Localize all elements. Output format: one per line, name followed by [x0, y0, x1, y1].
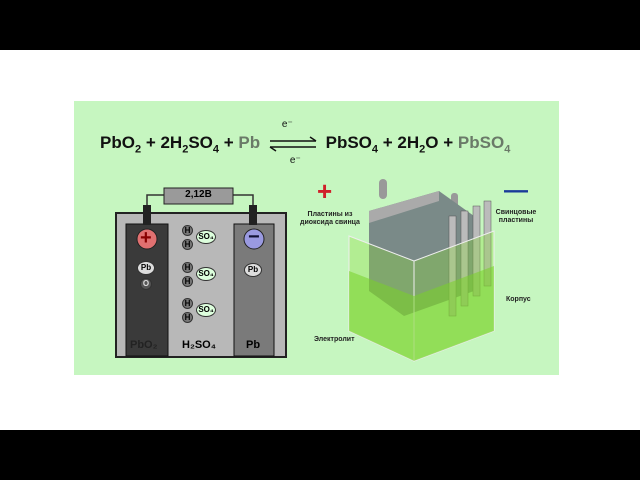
case-label: Корпус: [506, 296, 531, 303]
h2so4-label: H₂SO₄: [182, 339, 216, 351]
h-atom: H: [182, 298, 193, 309]
positive-plates-label: Пластины из диоксида свинца: [300, 211, 360, 226]
negative-plates-label: Свинцовые пластины: [495, 209, 537, 224]
minus-icon: −: [248, 226, 260, 248]
positive-terminal-icon: +: [317, 176, 333, 206]
pb-atom: Pb: [244, 263, 262, 277]
pb-label: Pb: [246, 339, 261, 351]
battery-illustration: [348, 179, 495, 362]
so4-ion: SO₄: [196, 230, 216, 244]
electron-label: e⁻: [281, 118, 293, 130]
so4-ion: SO₄: [196, 303, 216, 317]
h-atom: H: [182, 262, 193, 273]
voltmeter-reading: 2,12В: [185, 189, 212, 200]
pbo2-label: PbO₂: [130, 339, 158, 351]
plus-icon: +: [140, 227, 152, 249]
electron-label: e⁻: [289, 154, 301, 166]
electrolyte-label: Электролит: [314, 336, 355, 343]
o-atom: O: [140, 278, 152, 290]
h-atom: H: [182, 225, 193, 236]
slide-panel: PbO2 + 2H2SO4 + Pb e⁻ e⁻ PbSO4 + 2H2O + …: [74, 101, 559, 375]
reversible-arrows: e⁻ e⁻: [268, 119, 318, 165]
so4-ion: SO₄: [196, 267, 216, 281]
h-atom: H: [182, 239, 193, 250]
h-atom: H: [182, 276, 193, 287]
reaction-equation: PbO2 + 2H2SO4 + Pb e⁻ e⁻ PbSO4 + 2H2O + …: [100, 118, 511, 166]
pb-atom: Pb: [137, 261, 155, 275]
negative-terminal-icon: —: [504, 177, 528, 204]
h-atom: H: [182, 312, 193, 323]
